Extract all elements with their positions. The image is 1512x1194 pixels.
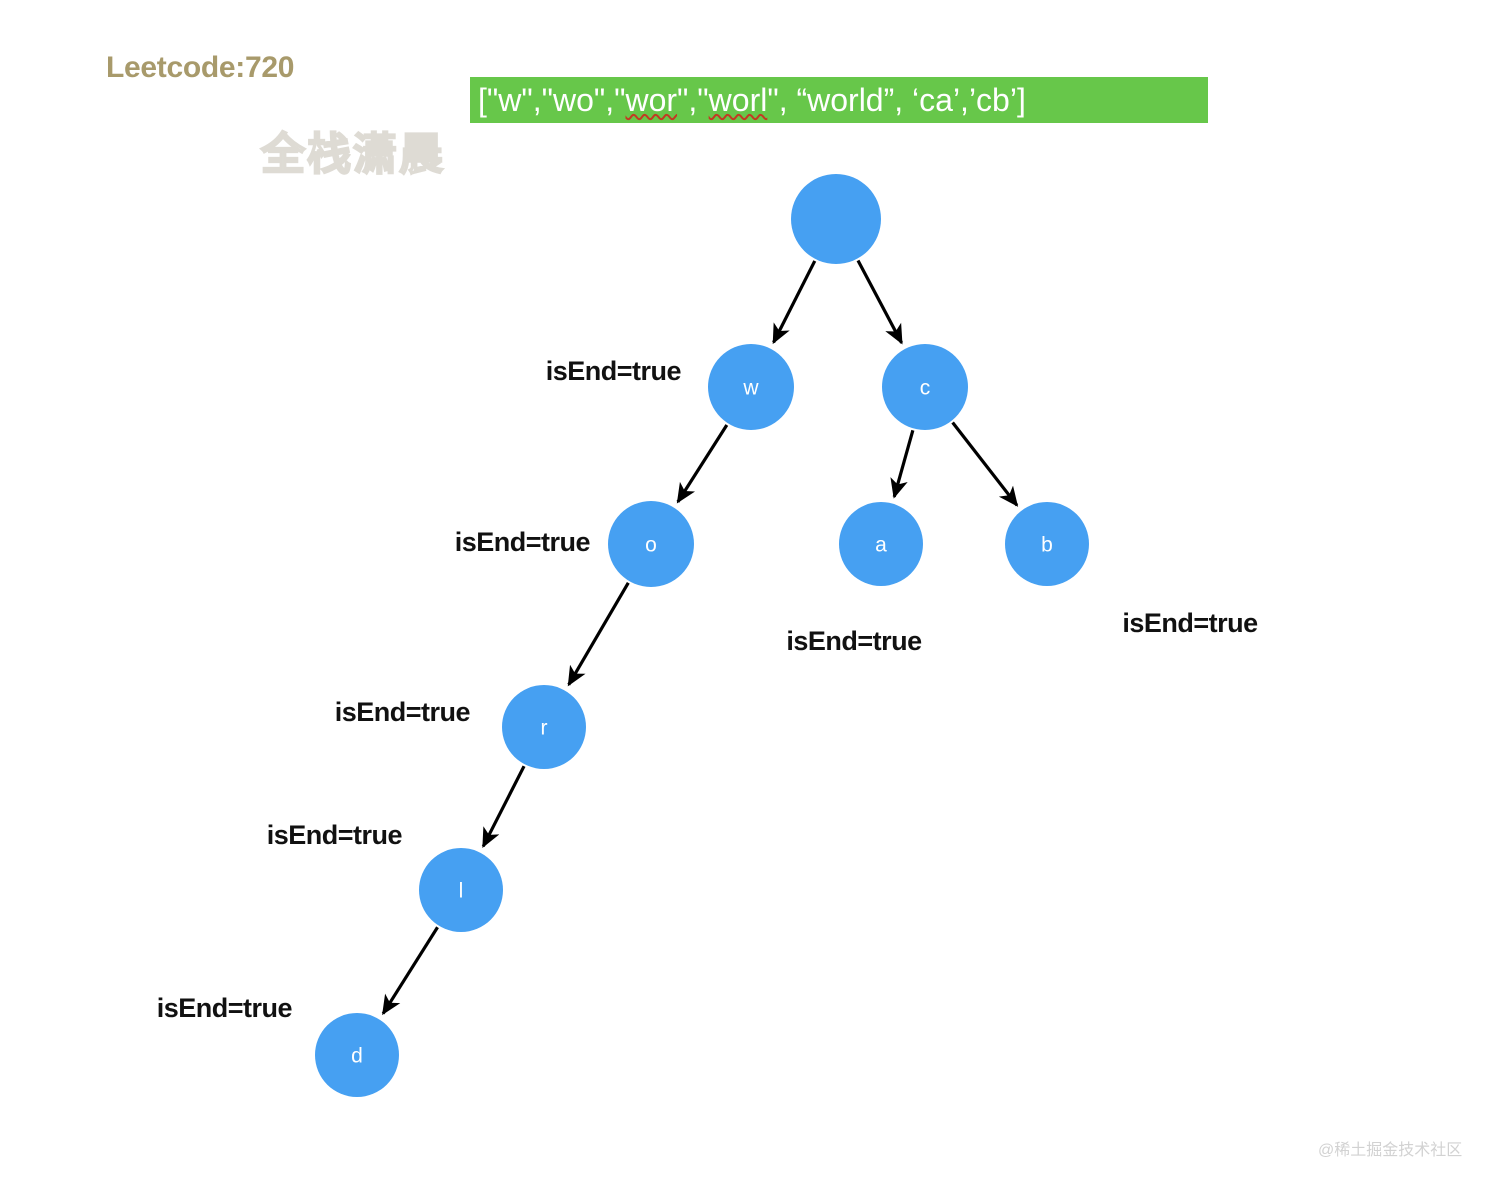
- trie-node-a[interactable]: a: [839, 502, 923, 586]
- isend-label-w: isEnd=true: [545, 356, 682, 386]
- corner-watermark: @稀土掘金技术社区: [1318, 1142, 1463, 1159]
- trie-node-root[interactable]: [791, 174, 881, 264]
- node-label: b: [1041, 534, 1053, 557]
- edge-c-to-a: [890, 429, 915, 499]
- isend-label-a: isEnd=true: [786, 626, 922, 656]
- edges-group: [381, 259, 1019, 1016]
- trie-node-l[interactable]: l: [419, 848, 503, 932]
- page-title: Leetcode:720: [106, 51, 295, 84]
- node-circle: [502, 685, 586, 769]
- isend-label-o: isEnd=true: [454, 527, 591, 557]
- node-circle: [791, 174, 881, 264]
- banner-text-segment: ["w","wo",": [478, 81, 626, 118]
- isend-label-r: isEnd=true: [334, 697, 471, 727]
- trie-node-c[interactable]: c: [882, 344, 968, 430]
- center-watermark: 全栈潇晨: [260, 129, 445, 180]
- banner-text-segment: ",": [677, 81, 709, 118]
- node-label: r: [541, 717, 548, 740]
- edge-c-to-b: [951, 421, 1019, 507]
- node-label: d: [351, 1045, 363, 1068]
- node-label: l: [459, 880, 464, 903]
- node-label: a: [875, 534, 887, 557]
- node-label: o: [645, 534, 657, 557]
- isend-label-l: isEnd=true: [266, 820, 403, 850]
- edge-o-to-r: [567, 582, 630, 687]
- spell-error-word: wor: [625, 81, 678, 118]
- node-circle: [315, 1013, 399, 1097]
- input-words-text: ["w","wo","wor","worl", “world”, ‘ca’,’c…: [478, 82, 1026, 119]
- isend-label-b: isEnd=true: [1122, 608, 1258, 638]
- trie-node-d[interactable]: d: [315, 1013, 399, 1097]
- input-words-banner: ["w","wo","wor","worl", “world”, ‘ca’,’c…: [470, 77, 1208, 123]
- isend-label-d: isEnd=true: [156, 993, 293, 1023]
- node-circle: [419, 848, 503, 932]
- nodes-group: w c o a b r l d: [315, 174, 1089, 1097]
- edge-root-to-w: [772, 260, 817, 345]
- edge-root-to-c: [856, 259, 904, 345]
- spell-error-word: worl: [708, 81, 768, 118]
- node-label: w: [742, 377, 759, 400]
- edge-w-to-o: [676, 424, 729, 504]
- node-circle: [608, 501, 694, 587]
- node-circle: [882, 344, 968, 430]
- trie-node-r[interactable]: r: [502, 685, 586, 769]
- trie-node-w[interactable]: w: [708, 344, 794, 430]
- trie-node-b[interactable]: b: [1005, 502, 1089, 586]
- edge-r-to-l: [481, 765, 526, 849]
- node-circle: [839, 502, 923, 586]
- node-circle: [708, 344, 794, 430]
- node-label: c: [920, 377, 931, 400]
- banner-text-segment: ", “world”, ‘ca’,’cb’]: [767, 81, 1026, 118]
- trie-node-o[interactable]: o: [608, 501, 694, 587]
- node-circle: [1005, 502, 1089, 586]
- edge-l-to-d: [381, 926, 439, 1016]
